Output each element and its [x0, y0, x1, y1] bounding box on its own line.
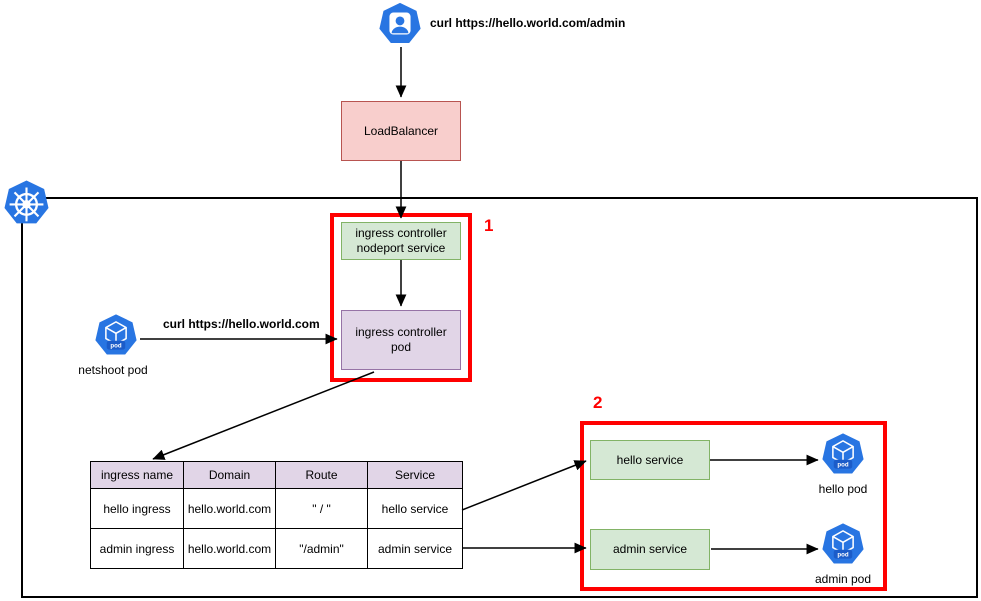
- ingress-table-wrap: ingress name Domain Route Service hello …: [90, 461, 463, 569]
- cell-service: hello service: [367, 488, 463, 529]
- hello-service-label: hello service: [616, 452, 684, 467]
- hello-service-node: hello service: [590, 440, 710, 480]
- marker-2: 2: [593, 393, 603, 412]
- marker-1: 1: [484, 216, 494, 235]
- loadbalancer-node: LoadBalancer: [341, 101, 461, 161]
- cell-domain: hello.world.com: [183, 528, 276, 569]
- admin-service-label: admin service: [612, 542, 688, 556]
- cell-domain: hello.world.com: [183, 488, 276, 529]
- admin-service-node: admin service: [590, 529, 710, 570]
- ingress-nodeport-service-node: ingress controller nodeport service: [341, 222, 461, 260]
- col-domain: Domain: [183, 461, 276, 489]
- ingress-table: ingress name Domain Route Service hello …: [90, 461, 463, 569]
- cell-ingress-name: admin ingress: [90, 528, 184, 569]
- table-header-row: ingress name Domain Route Service: [90, 461, 463, 489]
- admin-pod-icon: pod: [822, 523, 864, 564]
- pod-badge-text: pod: [110, 342, 122, 349]
- ingress-controller-pod-node: ingress controller pod: [341, 310, 461, 370]
- admin-pod-label: admin pod: [814, 572, 872, 586]
- col-ingress-name: ingress name: [90, 461, 184, 489]
- cell-service: admin service: [367, 528, 463, 569]
- table-row: admin ingress hello.world.com "/admin" a…: [90, 528, 463, 569]
- col-route: Route: [275, 461, 368, 489]
- user-request-label: curl https://hello.world.com/admin: [430, 16, 626, 30]
- pod-badge-text: pod: [837, 461, 849, 468]
- user-icon: [379, 2, 421, 44]
- netshoot-pod-label: netshoot pod: [78, 363, 148, 377]
- kubernetes-logo-icon: [4, 180, 49, 224]
- hello-pod-icon: pod: [822, 433, 864, 474]
- cell-ingress-name: hello ingress: [90, 488, 184, 529]
- hello-pod-label: hello pod: [818, 482, 868, 496]
- ingress-controller-pod-label: ingress controller pod: [355, 325, 447, 354]
- netshoot-pod-icon: pod: [95, 314, 137, 355]
- table-row: hello ingress hello.world.com " / " hell…: [90, 488, 463, 529]
- cell-route: " / ": [275, 488, 368, 529]
- cluster-boundary: [21, 197, 978, 598]
- col-service: Service: [367, 461, 463, 489]
- pod-badge-text: pod: [837, 551, 849, 558]
- netshoot-request-label: curl https://hello.world.com: [163, 317, 320, 331]
- ingress-nodeport-service-label: ingress controller nodeport service: [355, 226, 447, 255]
- loadbalancer-label: LoadBalancer: [363, 123, 439, 138]
- cell-route: "/admin": [275, 528, 368, 569]
